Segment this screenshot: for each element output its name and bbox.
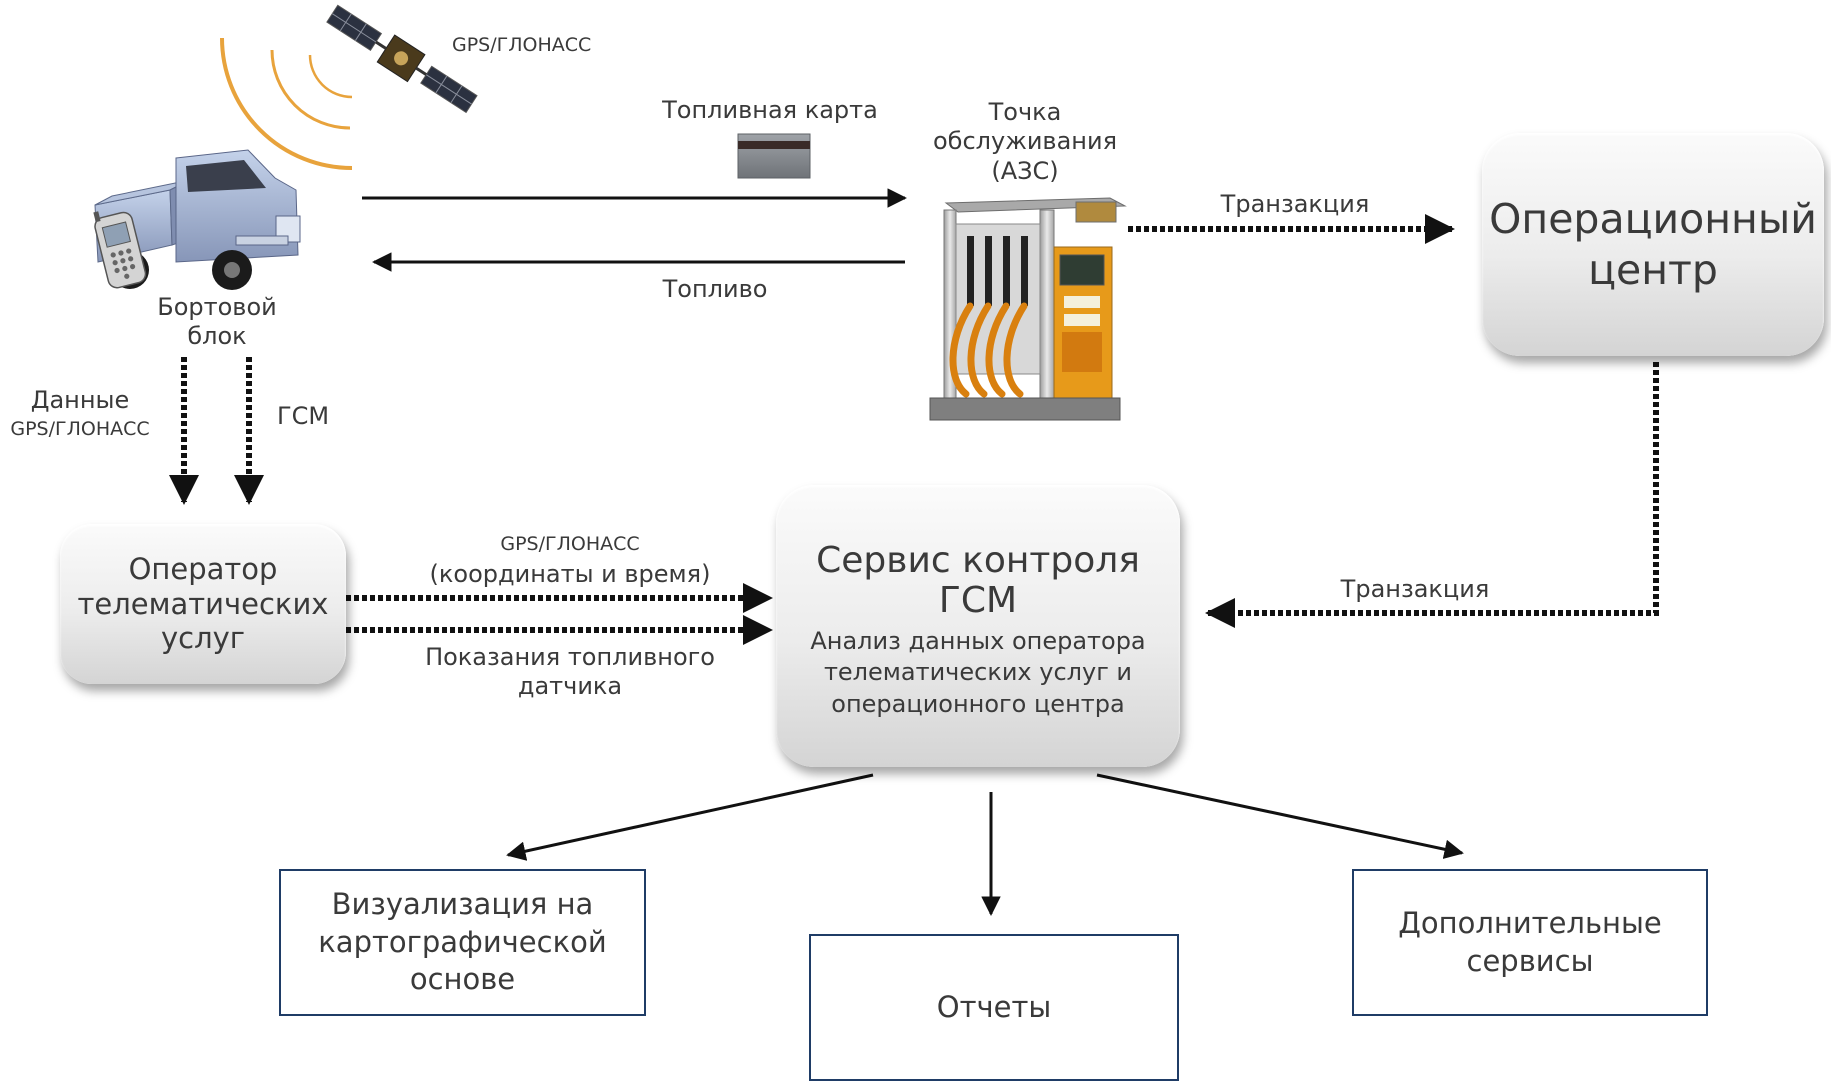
fuel-data-label: ГСМ [276, 402, 330, 430]
fuel-service-box: Сервис контроля ГСМ Анализ данных операт… [776, 485, 1180, 767]
operations-center-box: Операционный центр [1482, 133, 1824, 356]
station-label: Точка обслуживания (АЗС) [932, 98, 1118, 185]
fuel-card-icon [737, 133, 811, 179]
map-output-arrow [506, 773, 874, 861]
fuel-pump-icon [929, 197, 1127, 421]
telematics-operator-box: Оператор телематических услуг [60, 524, 346, 684]
gps-link-label-1: GPS/ГЛОНАСС [500, 533, 640, 555]
fuel-card-label: Топливная карта [662, 96, 878, 124]
satellite-icon [326, 4, 478, 114]
operations-center-label: Операционный центр [1489, 195, 1817, 294]
fuel-service-subtitle: Анализ данных оператора телематических у… [810, 627, 1146, 718]
transaction-label-right: Транзакция [1340, 575, 1490, 603]
gps-data-label-2: GPS/ГЛОНАСС [10, 418, 150, 440]
telematics-operator-label: Оператор телематических услуг [77, 551, 329, 656]
phone-icon [93, 211, 147, 289]
transaction-arrow-right [1205, 362, 1659, 628]
gps-data-label-1: Данные [30, 386, 130, 414]
map-visualization-box: Визуализация на картографической основе [279, 869, 646, 1016]
gps-link-label-2: (координаты и время) [429, 560, 711, 588]
extra-services-box: Дополнительные сервисы [1352, 869, 1708, 1016]
truck-label: Бортовой блок [157, 293, 277, 351]
fuel-service-title: Сервис контроля ГСМ [816, 540, 1140, 621]
transaction-label-top: Транзакция [1220, 190, 1370, 218]
reports-box: Отчеты [809, 934, 1179, 1081]
fuel-label: Топливо [662, 275, 768, 303]
gps-signal-icon [220, 37, 353, 170]
truck-icon [94, 149, 301, 290]
satellite-label: GPS/ГЛОНАСС [452, 34, 592, 56]
extra-output-arrow [1096, 773, 1464, 859]
sensor-link-label: Показания топливного датчика [425, 643, 715, 701]
